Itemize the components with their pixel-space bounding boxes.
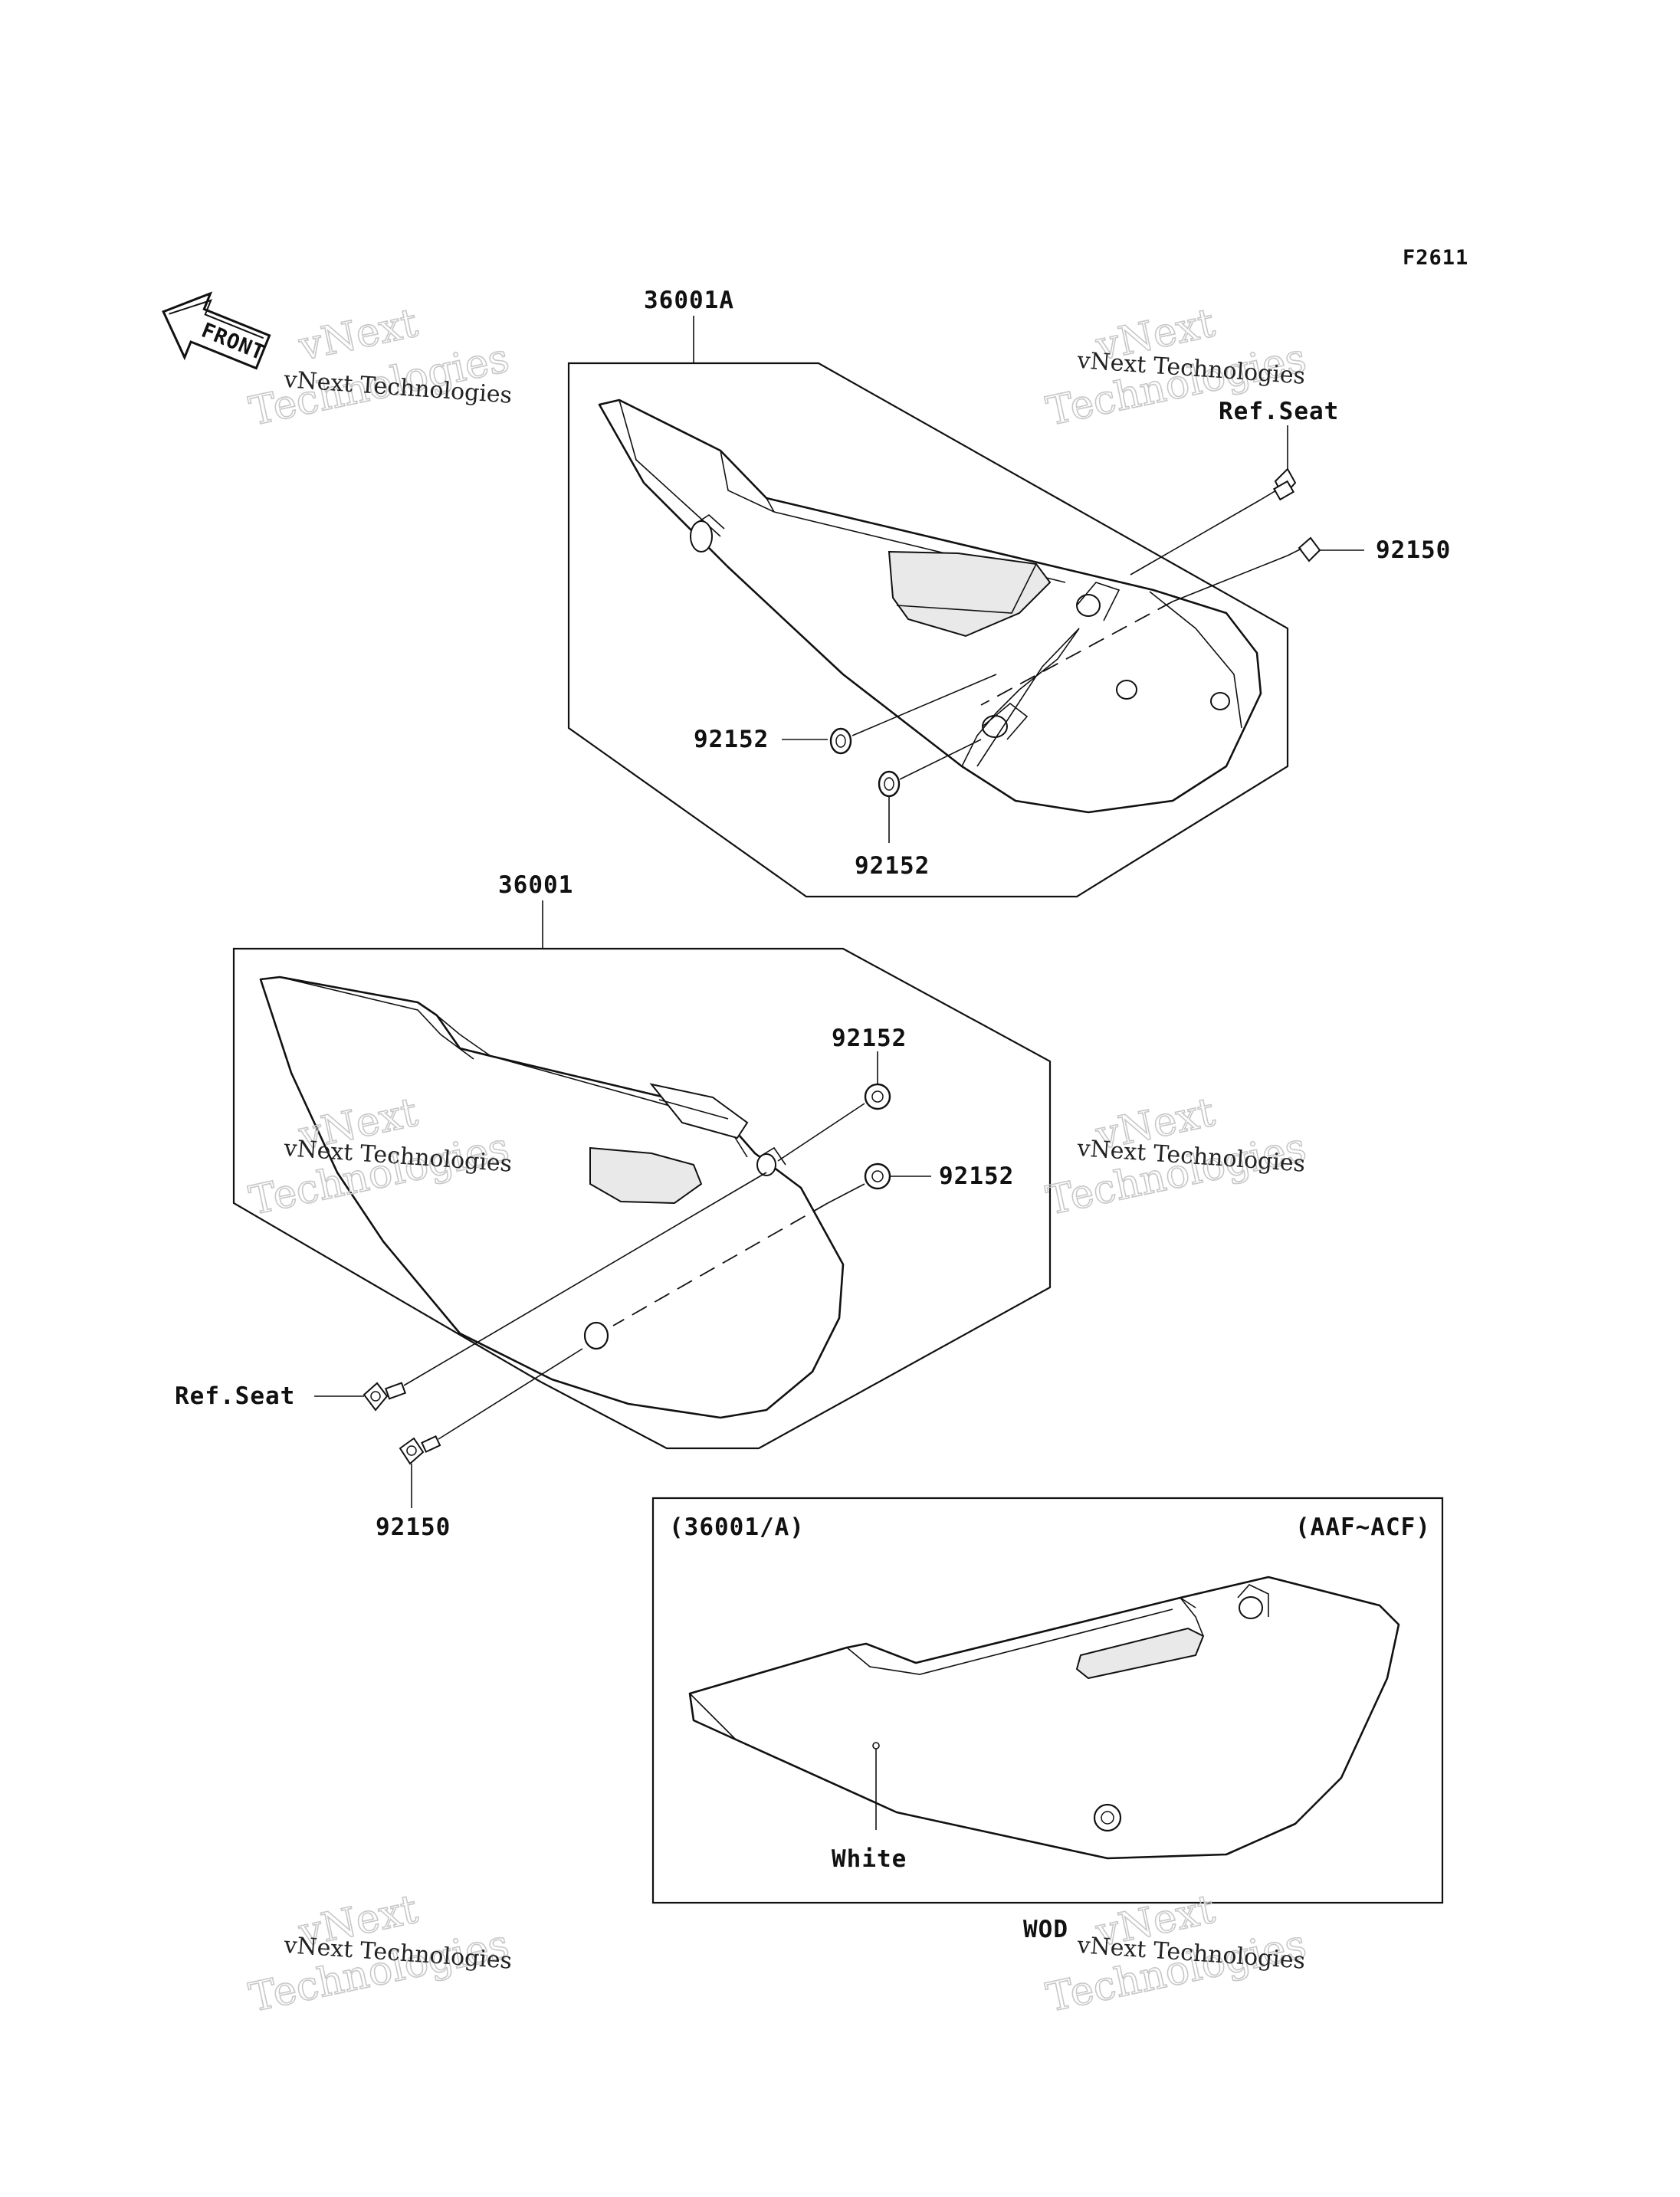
- color-label-white: White: [832, 1845, 907, 1873]
- watermark-mid-right: vNext Technologies vNext Technologies: [1042, 1089, 1311, 1225]
- label-92152-top-left: 92152: [694, 726, 769, 753]
- figure-code: F2611: [1403, 246, 1468, 270]
- washer-92152-top-bottom: [878, 770, 901, 798]
- washer-92152-top-left: [829, 727, 852, 755]
- watermark-bottom-right: vNext Technologies vNext Technologies: [1042, 1886, 1311, 2022]
- bolt-92150-bottom: [399, 1435, 441, 1465]
- label-36001a: 36001A: [644, 287, 734, 314]
- label-92152-top-bottom: 92152: [855, 852, 930, 880]
- front-arrow-icon: FRONT: [162, 291, 271, 370]
- ref-seat-bolt-bottom: [363, 1382, 407, 1412]
- inset-range: (AAF~ACF): [1295, 1513, 1431, 1541]
- washer-92152-mid-right: [864, 1162, 891, 1190]
- watermark-bottom-left: vNext Technologies vNext Technologies: [244, 1886, 514, 2022]
- color-code: WOD: [1023, 1916, 1068, 1943]
- middle-assembly-outline: [232, 947, 1052, 1450]
- side-cover-36001: [259, 976, 845, 1419]
- label-92150-top: 92150: [1376, 536, 1451, 564]
- color-inset-frame: [651, 1497, 1444, 1904]
- upper-assembly-outline: [567, 362, 1289, 898]
- color-inset: (36001/A) (AAF~ACF) White: [651, 1497, 1444, 1904]
- watermark-top-left: vNext Technologies vNext Technologies: [244, 300, 514, 436]
- label-ref-seat-bottom: Ref.Seat: [175, 1382, 295, 1410]
- label-ref-seat-top: Ref.Seat: [1219, 398, 1339, 425]
- label-36001: 36001: [498, 871, 573, 899]
- upper-assembly: 36001A Ref.Seat: [567, 287, 1451, 898]
- label-92150-bottom: 92150: [376, 1513, 451, 1541]
- side-cover-inset: [688, 1576, 1400, 1860]
- washer-92152-mid-upper: [864, 1083, 891, 1110]
- label-92152-mid-right: 92152: [939, 1162, 1014, 1190]
- label-92152-mid-upper: 92152: [832, 1025, 907, 1052]
- bolt-92150-top: [1287, 536, 1321, 562]
- inset-reference: (36001/A): [669, 1513, 805, 1541]
- ref-seat-bolt-top: [1260, 467, 1297, 501]
- middle-assembly: 36001 92152 92152 Ref.S: [175, 871, 1052, 1541]
